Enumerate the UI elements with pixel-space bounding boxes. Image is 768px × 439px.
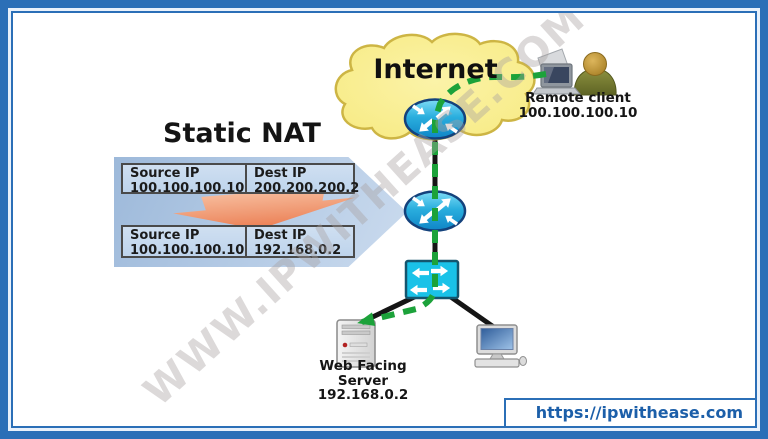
nat-before-dest-cell: Dest IP 200.200.200.2	[245, 163, 360, 196]
remote-client-ip: 100.100.100.10	[518, 104, 638, 121]
dest-ip-label: Dest IP	[254, 228, 307, 243]
server-icon	[336, 319, 376, 368]
dest-ip-label: Dest IP	[254, 166, 307, 181]
desktop-computer-icon	[474, 324, 527, 368]
website-link[interactable]: https://ipwithease.com	[503, 398, 757, 429]
remote-client-label: Remote client 100.100.100.10	[508, 91, 648, 120]
nat-after-source-cell: Source IP 100.100.100.10	[121, 225, 247, 258]
internet-label: Internet	[373, 54, 498, 85]
source-ip-label: Source IP	[130, 166, 200, 181]
page-title: Static NAT	[163, 118, 321, 149]
router-icon	[403, 98, 467, 140]
green-dashed-arrow	[357, 71, 547, 326]
nat-after-dest-cell: Dest IP 192.168.0.2	[245, 225, 355, 258]
web-server-name: Web Facing Server	[319, 358, 407, 389]
dest-ip-value: 192.168.0.2	[254, 242, 342, 258]
source-ip-value: 100.100.100.10	[130, 180, 245, 196]
dest-ip-value: 200.200.200.2	[254, 180, 360, 196]
web-server-label: Web Facing Server 192.168.0.2	[292, 359, 434, 403]
person-laptop-icon	[532, 48, 617, 96]
nat-before-source-cell: Source IP 100.100.100.10	[121, 163, 247, 196]
source-ip-value: 100.100.100.10	[130, 242, 245, 258]
web-server-ip: 192.168.0.2	[317, 387, 409, 403]
source-ip-label: Source IP	[130, 228, 200, 243]
remote-client-name: Remote client	[525, 90, 631, 106]
